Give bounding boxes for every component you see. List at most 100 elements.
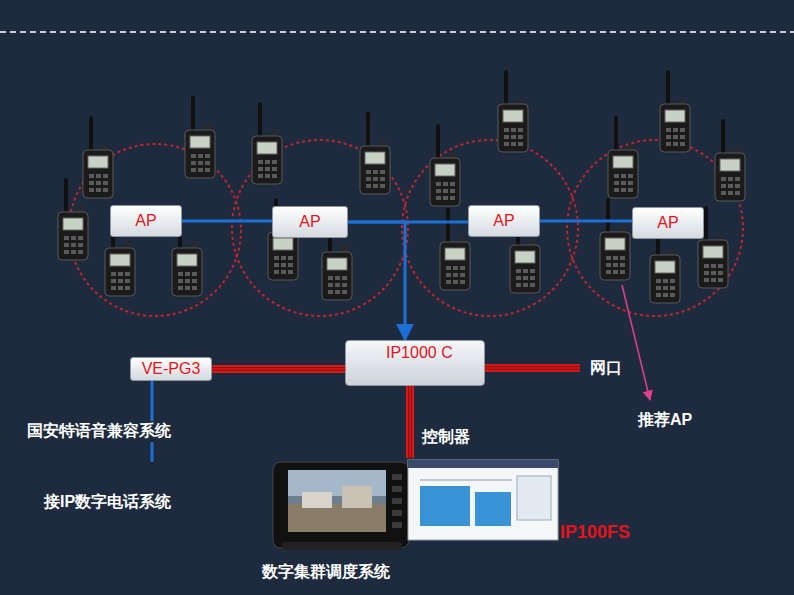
radio-icon <box>498 70 528 152</box>
radio-key <box>711 264 716 268</box>
radio-screen <box>88 156 108 168</box>
radio-key <box>366 170 371 174</box>
radio-key <box>673 142 678 146</box>
radio-key <box>530 276 535 280</box>
console-button <box>392 474 402 480</box>
radio-key <box>111 272 116 276</box>
radio-key <box>530 269 535 273</box>
radio-key <box>516 283 521 287</box>
leader-arrow <box>622 285 650 400</box>
radio-key <box>666 135 671 139</box>
radio-key <box>342 290 347 294</box>
radio-key <box>606 256 611 260</box>
console-body <box>273 462 409 548</box>
radio-key <box>621 188 626 192</box>
radio-key <box>663 279 668 283</box>
radio-key <box>656 293 661 297</box>
radio-key <box>735 184 740 188</box>
monitor-block <box>475 492 511 526</box>
radio-key <box>192 286 197 290</box>
radio-key <box>721 184 726 188</box>
radio-key <box>460 280 465 284</box>
radio-antenna <box>446 208 450 244</box>
radio-key <box>628 181 633 185</box>
radio-key <box>205 161 210 165</box>
radio-icon <box>430 124 460 206</box>
radio-key <box>666 128 671 132</box>
radio-key <box>78 243 83 247</box>
monitor-block <box>420 486 470 526</box>
radio-key <box>373 184 378 188</box>
network-device: IP1000 C <box>345 340 485 386</box>
cable-stripe <box>408 386 409 458</box>
device-label: AP <box>299 213 320 231</box>
device-label: IP1000 C <box>386 344 453 362</box>
radio-icon <box>58 178 88 260</box>
radio-key <box>704 278 709 282</box>
radio-key <box>518 135 523 139</box>
radio-key <box>118 286 123 290</box>
radio-key <box>620 270 625 274</box>
radio-key <box>265 174 270 178</box>
radio-key <box>606 263 611 267</box>
radio-antenna <box>704 206 708 242</box>
radio-key <box>663 293 668 297</box>
access-point: AP <box>468 205 540 237</box>
cable-stripe <box>212 367 345 368</box>
radio-key <box>450 196 455 200</box>
radio-key <box>721 177 726 181</box>
radio-key <box>185 272 190 276</box>
network-cable <box>406 386 414 458</box>
radio-key <box>342 283 347 287</box>
radio-key <box>450 182 455 186</box>
product-name: IP100FS <box>560 522 630 543</box>
radio-key <box>443 189 448 193</box>
radio-icon <box>440 208 470 290</box>
radio-key <box>328 290 333 294</box>
cable-stripe <box>212 370 345 371</box>
radio-key <box>670 286 675 290</box>
radio-key <box>621 181 626 185</box>
radio-key <box>274 263 279 267</box>
radio-key <box>192 272 197 276</box>
radio-antenna <box>606 198 610 234</box>
radio-key <box>606 270 611 274</box>
device-label: AP <box>493 212 514 230</box>
radio-key <box>198 154 203 158</box>
screen-building <box>342 486 372 508</box>
radio-key <box>663 286 668 290</box>
radio-body <box>172 248 202 296</box>
radio-key <box>620 256 625 260</box>
monitor-panel <box>517 476 551 520</box>
console-illustration <box>262 458 562 554</box>
radio-key <box>71 236 76 240</box>
radio-key <box>366 184 371 188</box>
radio-key <box>673 135 678 139</box>
monitor-screen <box>408 460 558 540</box>
radio-screen <box>327 258 347 270</box>
radio-key <box>436 182 441 186</box>
radio-key <box>504 142 509 146</box>
radio-key <box>518 128 523 132</box>
radio-key <box>274 256 279 260</box>
radio-key <box>258 174 263 178</box>
radio-body <box>360 146 390 194</box>
radio-key <box>64 236 69 240</box>
radio-key <box>728 191 733 195</box>
radio-key <box>335 290 340 294</box>
console-button <box>392 498 402 504</box>
radio-antenna <box>614 116 618 152</box>
radio-key <box>613 256 618 260</box>
radio-body <box>650 255 680 303</box>
radio-key <box>258 167 263 171</box>
radio-key <box>178 279 183 283</box>
radio-key <box>118 279 123 283</box>
radio-key <box>728 184 733 188</box>
radio-key <box>125 272 130 276</box>
radio-icon <box>360 112 390 194</box>
radio-key <box>443 182 448 186</box>
radio-icon <box>83 116 113 198</box>
radio-key <box>711 271 716 275</box>
radio-key <box>191 154 196 158</box>
